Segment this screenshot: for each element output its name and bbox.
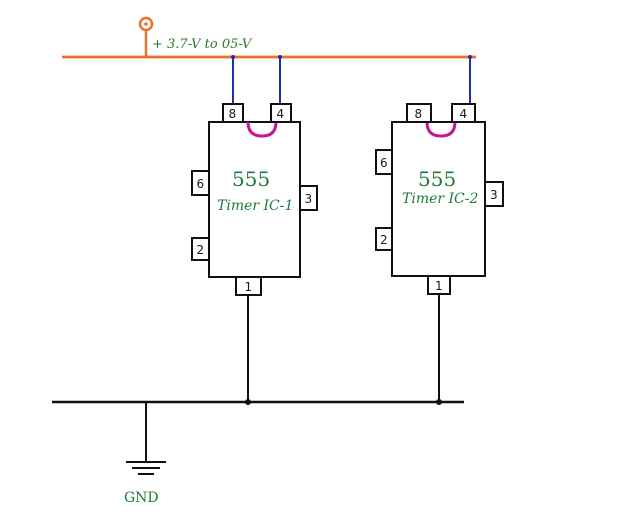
ic2-pin-1-label: 1 [435,279,443,293]
ic2-pin-8-label: 8 [415,107,423,121]
ic2-body [391,121,486,277]
ic1-pin-2: 2 [191,237,210,261]
supply-terminal [138,16,154,57]
ic1-pin-6-label: 6 [197,177,205,191]
ic1-pin-4-label: 4 [277,107,285,121]
ic1-notch [246,121,278,138]
ic2-pin-6-label: 6 [380,156,388,170]
ic1-pin-8: 8 [222,103,244,123]
ic2-pin-4-label: 4 [460,107,468,121]
ic2-pin-2: 2 [375,227,393,251]
ic2-title: 555 [418,167,456,191]
ic2-pin-8: 8 [406,103,432,123]
ic1-555-timer: 555 Timer IC-1 8 4 6 2 3 1 [191,103,318,296]
ic1-pin-8-label: 8 [229,107,237,121]
supply-voltage-label: + 3.7-V to 05-V [152,37,253,52]
ground-label: GND [124,490,159,506]
ic1-body [208,121,301,278]
ic2-ground-junction [436,399,442,405]
ic2-subtitle: Timer IC-2 [402,191,478,207]
ic2-notch [425,121,457,138]
ic2-555-timer: 555 Timer IC-2 8 4 6 2 3 1 [375,103,504,295]
ic1-subtitle: Timer IC-1 [217,198,293,214]
ic1-title: 555 [232,167,270,191]
ic1-pin-3-label: 3 [305,192,313,206]
ic1-pin-1-label: 1 [245,280,253,294]
ic1-pin-2-label: 2 [197,243,205,257]
ic2-pin-3-label: 3 [490,188,498,202]
ic2-pin-2-label: 2 [380,233,388,247]
ground-symbol-icon [126,402,166,475]
ic1-pin-4: 4 [270,103,292,123]
ic2-pin-3: 3 [484,181,504,207]
ic2-pin-1: 1 [427,275,451,295]
ic1-ground-junction [245,399,251,405]
ic1-pin-6: 6 [191,170,210,196]
ic2-pin-4: 4 [451,103,476,123]
ic1-pin-1: 1 [235,276,262,296]
ic2-pin-6: 6 [375,149,393,175]
ic1-pin-3: 3 [299,185,318,211]
